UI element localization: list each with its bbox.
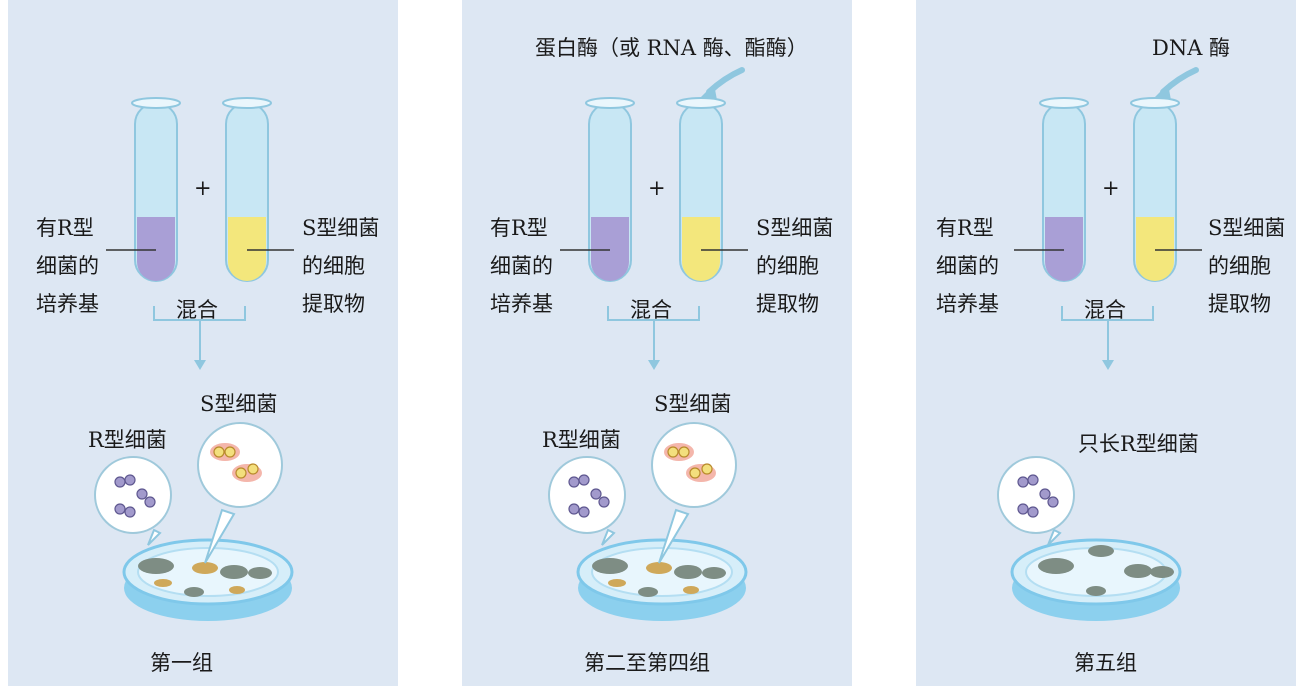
petri-dish [122,538,294,621]
tube1-label-line1: 有R型 [36,216,94,240]
panel-group-2-4: 蛋白酶（或 RNA 酶、酯酶） + 有R型 细菌的 培养基 S型细菌 的细胞 提… [462,0,852,686]
tube1-label-line3: 培养基 [490,292,553,316]
plus-sign: + [194,176,212,200]
tube1-label-line1: 有R型 [490,216,548,240]
tube2-label-line2: 的细胞 [1208,254,1271,278]
mix-label: 混合 [1084,298,1126,322]
group-2-4-illustration [548,67,748,621]
result-label: 只长R型细菌 [1078,432,1199,456]
mix-label: 混合 [630,298,672,322]
s-bacteria-magnified-bubble [651,422,737,564]
s-bacteria-magnified-bubble [197,422,283,564]
tube2-label-line3: 提取物 [1208,292,1271,316]
tube1-label-line3: 培养基 [36,292,99,316]
tube2-label-line2: 的细胞 [756,254,819,278]
tube2-label-line1: S型细菌 [302,216,380,240]
tube2-label-line3: 提取物 [302,292,365,316]
tube1-label-line2: 细菌的 [36,254,99,278]
mix-label: 混合 [176,298,218,322]
enzyme-label: DNA 酶 [1152,36,1231,60]
enzyme-label: 蛋白酶（或 RNA 酶、酯酶） [535,36,808,60]
tube1-label-line2: 细菌的 [936,254,999,278]
r-bacteria-label: R型细菌 [88,428,167,452]
group-5-illustration [997,67,1202,621]
tube2-label-line3: 提取物 [756,292,819,316]
test-tube-s-extract [676,97,726,282]
test-tube-s-extract [1130,97,1180,282]
group-caption: 第二至第四组 [584,651,710,675]
panel-group-1: + 有R型 细菌的 培养基 S型细菌 的细胞 提取物 混合 S型细菌 R型细菌 … [8,0,398,686]
r-bacteria-magnified-bubble [548,456,626,546]
s-bacteria-label: S型细菌 [200,392,278,416]
tube1-label-line3: 培养基 [936,292,999,316]
tube2-label-line1: S型细菌 [1208,216,1286,240]
petri-dish [576,538,748,621]
test-tube-r-medium [1039,97,1089,282]
r-bacteria-magnified-bubble [997,456,1075,546]
tube2-label-line2: 的细胞 [302,254,365,278]
r-bacteria-magnified-bubble [94,456,172,546]
panel-group-5: DNA 酶 + 有R型 细菌的 培养基 S型细菌 的细胞 提取物 混合 只长R型… [916,0,1296,686]
group-1-illustration [94,97,294,621]
tube1-label-line1: 有R型 [936,216,994,240]
group-caption: 第一组 [150,651,213,675]
group-caption: 第五组 [1074,651,1137,675]
tube2-label-line1: S型细菌 [756,216,834,240]
test-tube-r-medium [131,97,181,282]
petri-dish [1010,538,1182,621]
tube1-label-line2: 细菌的 [490,254,553,278]
s-bacteria-label: S型细菌 [654,392,732,416]
test-tube-s-extract [222,97,272,282]
plus-sign: + [648,176,666,200]
r-bacteria-label: R型细菌 [542,428,621,452]
test-tube-r-medium [585,97,635,282]
plus-sign: + [1102,176,1120,200]
